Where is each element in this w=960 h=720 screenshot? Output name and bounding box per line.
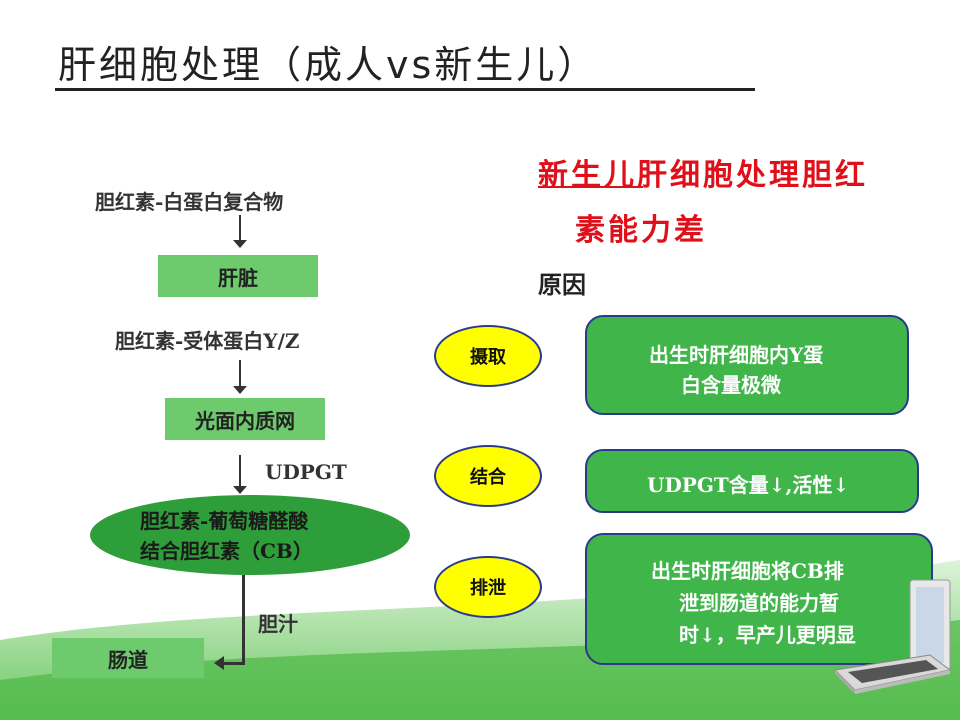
card-conjugation: UDPGT含量↓,活性↓ bbox=[585, 449, 919, 513]
box-liver: 肝脏 bbox=[158, 255, 318, 297]
card-uptake: 出生时肝细胞内Y蛋 白含量极微 bbox=[585, 315, 909, 415]
box-intestine: 肠道 bbox=[52, 638, 204, 678]
flow-step-albumin-complex: 胆红素-白蛋白复合物 bbox=[95, 190, 284, 214]
arrowhead-1 bbox=[233, 240, 247, 248]
enzyme-label: UDPGT bbox=[265, 460, 347, 484]
card-conjugation-line-1: UDPGT含量↓,活性↓ bbox=[647, 473, 850, 497]
flow-arrow-1 bbox=[239, 215, 241, 245]
ellipse-line-1: 胆红素-葡萄糖醛酸 bbox=[140, 509, 309, 533]
reason-label: 原因 bbox=[538, 271, 586, 299]
ellipse-line-2: 结合胆红素（CB） bbox=[140, 539, 313, 563]
flow-arrow-3 bbox=[239, 455, 241, 489]
bile-arrow-horizontal bbox=[222, 662, 245, 665]
card-uptake-line-2: 白含量极微 bbox=[681, 373, 781, 397]
card-excretion-line-3: 时↓，早产儿更明显 bbox=[679, 623, 856, 647]
arrowhead-bile bbox=[214, 656, 224, 670]
tag-excretion: 排泄 bbox=[434, 556, 542, 618]
card-excretion-line-2: 泄到肠道的能力暂 bbox=[679, 591, 839, 615]
arrowhead-3 bbox=[233, 486, 247, 494]
tag-uptake: 摄取 bbox=[434, 325, 542, 387]
flow-step-receptor-protein: 胆红素-受体蛋白Y/Z bbox=[115, 329, 300, 353]
headline-underline bbox=[538, 186, 643, 188]
arrowhead-2 bbox=[233, 386, 247, 394]
card-excretion-line-1: 出生时肝细胞将CB排 bbox=[651, 559, 844, 583]
title-underline bbox=[55, 88, 755, 91]
flow-arrow-2 bbox=[239, 360, 241, 390]
card-uptake-line-1: 出生时肝细胞内Y蛋 bbox=[649, 343, 824, 367]
card-excretion: 出生时肝细胞将CB排 泄到肠道的能力暂 时↓，早产儿更明显 bbox=[585, 533, 933, 665]
box-smooth-er: 光面内质网 bbox=[165, 398, 325, 440]
page-title: 肝细胞处理（成人vs新生儿） bbox=[58, 43, 599, 87]
headline-line-2: 素能力差 bbox=[575, 213, 707, 248]
bile-arrow-vertical bbox=[242, 575, 245, 665]
tag-conjugation: 结合 bbox=[434, 445, 542, 507]
bile-label: 胆汁 bbox=[258, 612, 298, 636]
laptop-icon bbox=[833, 579, 952, 694]
ellipse-conjugated-bilirubin: 胆红素-葡萄糖醛酸 结合胆红素（CB） bbox=[90, 495, 410, 575]
